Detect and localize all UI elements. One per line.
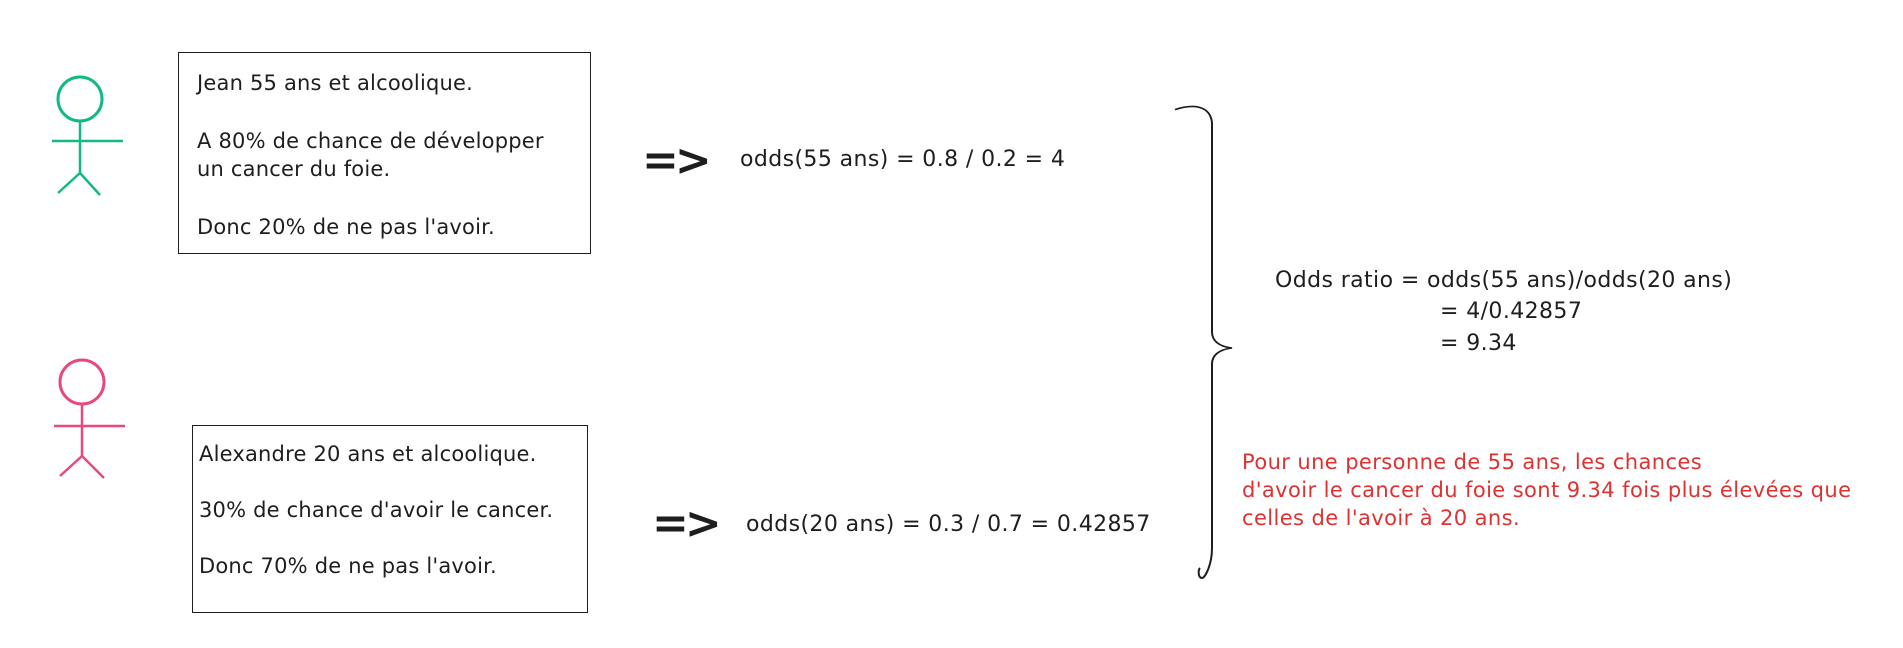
alexandre-box-line: 30% de chance d'avoir le cancer. <box>199 498 554 522</box>
jean-box-line: Jean 55 ans et alcoolique. <box>197 71 474 95</box>
odds-ratio-line3: = 9.34 <box>1440 331 1517 356</box>
conclusion-line: Pour une personne de 55 ans, les chances <box>1242 450 1703 474</box>
alexandre-info-box: Alexandre 20 ans et alcoolique. 30% de c… <box>192 425 588 613</box>
alexandre-odds-text: odds(20 ans) = 0.3 / 0.7 = 0.42857 <box>746 512 1151 537</box>
jean-box-line: A 80% de chance de développer <box>197 129 544 153</box>
jean-box-line: Donc 20% de ne pas l'avoir. <box>197 215 495 239</box>
alexandre-box-line: Donc 70% de ne pas l'avoir. <box>199 554 497 578</box>
curly-brace <box>1174 105 1233 580</box>
alexandre-box-line: Alexandre 20 ans et alcoolique. <box>199 442 537 466</box>
odds-ratio-line2: = 4/0.42857 <box>1440 299 1583 324</box>
person-jean-icon <box>52 75 123 196</box>
jean-box-line: un cancer du foie. <box>197 157 391 181</box>
alexandre-arrow: => <box>652 498 722 549</box>
jean-odds-text: odds(55 ans) = 0.8 / 0.2 = 4 <box>740 147 1066 172</box>
jean-arrow: => <box>642 135 712 186</box>
jean-info-box: Jean 55 ans et alcoolique. A 80% de chan… <box>178 52 591 254</box>
conclusion-line: d'avoir le cancer du foie sont 9.34 fois… <box>1242 478 1852 502</box>
person-alexandre-icon <box>54 358 125 479</box>
conclusion-line: celles de l'avoir à 20 ans. <box>1242 506 1521 530</box>
odds-ratio-line1: Odds ratio = odds(55 ans)/odds(20 ans) <box>1275 268 1733 293</box>
